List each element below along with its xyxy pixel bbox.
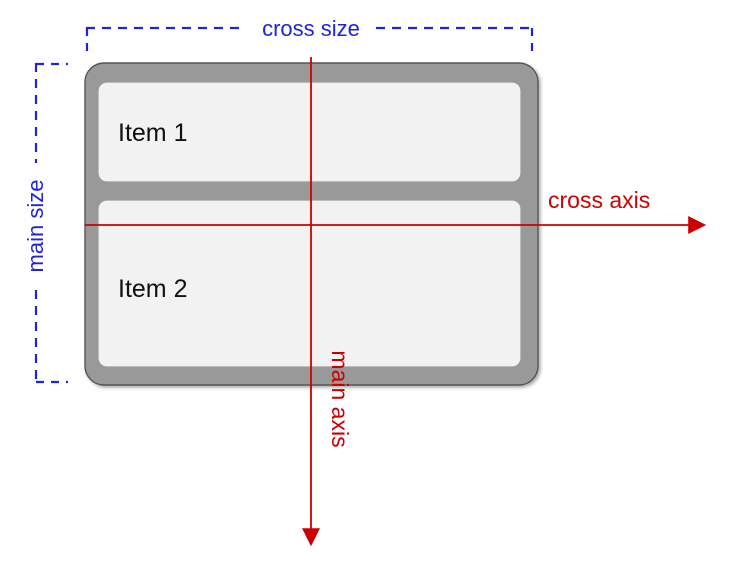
cross-axis-label: cross axis bbox=[548, 187, 650, 213]
flex-item-2-label: Item 2 bbox=[118, 275, 187, 303]
flex-item-1-box[interactable] bbox=[97, 81, 522, 183]
flex-item-2[interactable]: Item 2 bbox=[97, 199, 522, 368]
cross-size-measure: cross size bbox=[85, 16, 534, 52]
flex-item-1[interactable]: Item 1 bbox=[97, 81, 522, 183]
main-axis: main axis bbox=[302, 57, 353, 547]
flex-item-2-box[interactable] bbox=[97, 199, 522, 368]
main-axis-label: main axis bbox=[327, 350, 353, 447]
main-size-label: main size bbox=[23, 180, 48, 273]
cross-axis: cross axis bbox=[85, 187, 707, 234]
cross-size-label: cross size bbox=[262, 16, 360, 41]
main-size-measure: main size bbox=[23, 62, 68, 384]
flex-item-1-label: Item 1 bbox=[118, 119, 187, 147]
